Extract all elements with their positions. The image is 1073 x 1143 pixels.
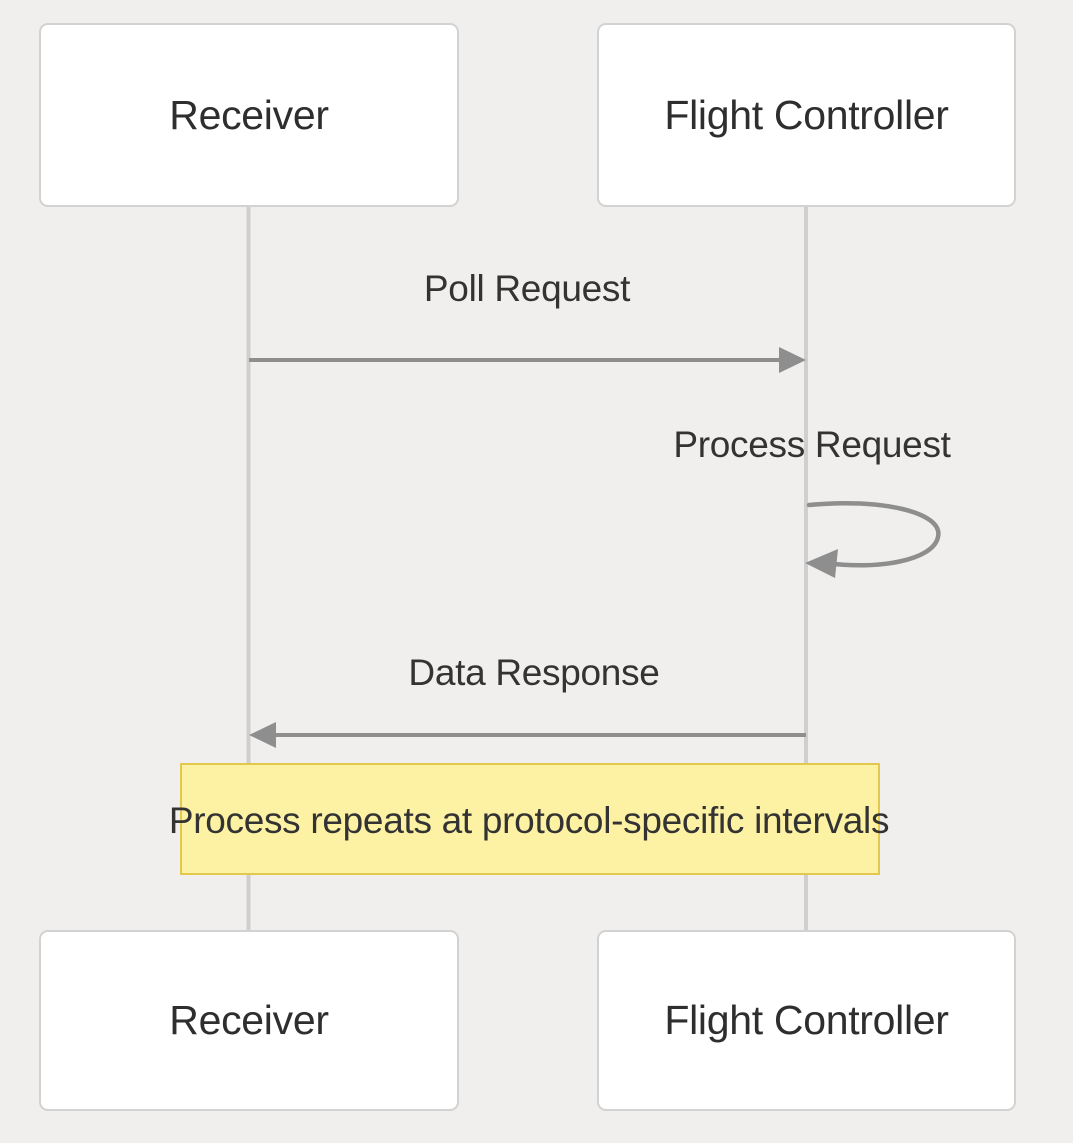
message-label-data-response: Data Response — [408, 652, 660, 693]
message-label-poll-request: Poll Request — [423, 268, 631, 309]
actor-label-flight-controller-bottom: Flight Controller — [664, 997, 949, 1043]
actor-box-flight-controller-bottom[interactable]: Flight Controller — [597, 930, 1016, 1111]
actor-box-flight-controller-top[interactable]: Flight Controller — [597, 23, 1016, 207]
note-label-repeat: Process repeats at protocol-specific int… — [168, 800, 890, 841]
actor-label-receiver-bottom: Receiver — [169, 997, 329, 1043]
message-arrow-poll-request — [249, 347, 806, 373]
actor-label-receiver-top: Receiver — [169, 91, 329, 138]
message-label-process-request: Process Request — [673, 424, 951, 465]
message-arrow-data-response — [249, 722, 806, 748]
actor-box-receiver-top[interactable]: Receiver — [39, 23, 459, 207]
message-arrow-process-request — [805, 500, 941, 578]
actor-box-receiver-bottom[interactable]: Receiver — [39, 930, 459, 1111]
actor-label-flight-controller-top: Flight Controller — [664, 91, 949, 138]
note-box-repeat[interactable] — [180, 763, 880, 875]
